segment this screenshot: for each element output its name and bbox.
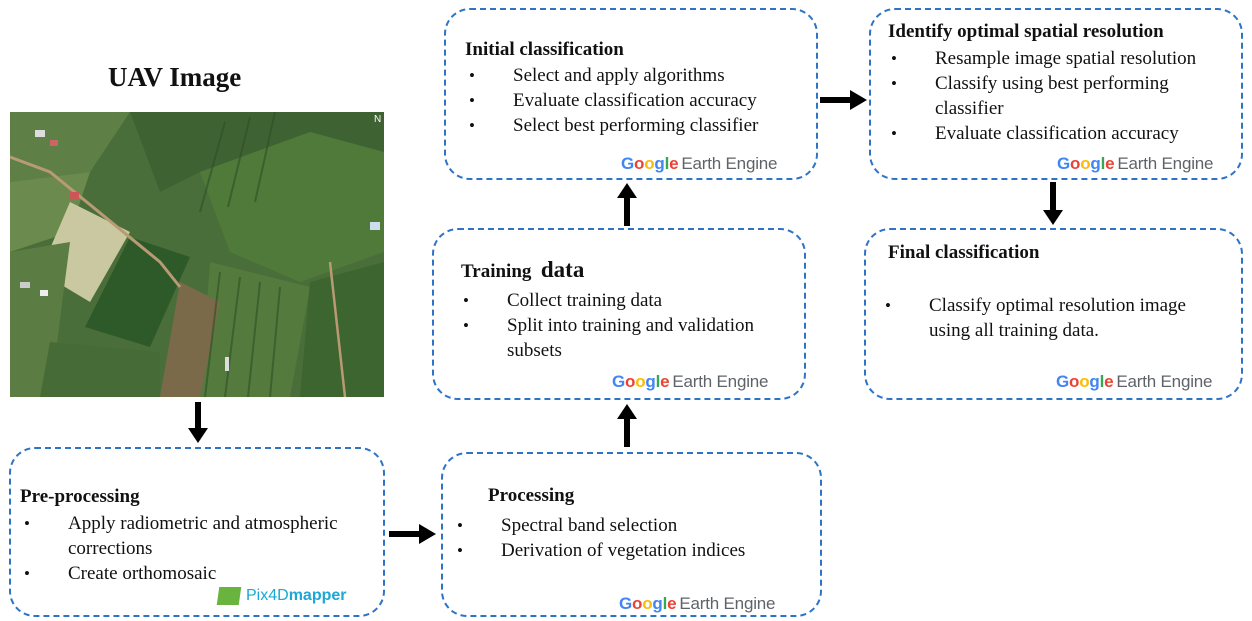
list-item: Select best performing classifier (465, 113, 815, 138)
list-item: Spectral band selection (453, 513, 783, 538)
preprocessing-bullets: Apply radiometric and atmospheric correc… (20, 511, 350, 586)
initial-classification-title: Initial classification (465, 39, 624, 60)
optimal-resolution-bullets: Resample image spatial resolution Classi… (887, 46, 1232, 146)
preprocessing-title: Pre-processing (20, 486, 140, 507)
initial-classification-bullets: Select and apply algorithms Evaluate cla… (465, 63, 815, 138)
arrow-down-uav-to-preprocessing (188, 402, 208, 443)
processing-bullets: Spectral band selection Derivation of ve… (453, 513, 783, 563)
list-item: Split into training and validation subse… (459, 313, 804, 363)
initial-classification-box: Initial classification Select and apply … (444, 8, 818, 180)
arrow-up-processing-to-training (617, 404, 637, 447)
svg-text:N: N (374, 114, 381, 125)
optimal-resolution-title: Identify optimal spatial resolution (888, 21, 1164, 42)
final-classification-title: Final classification (888, 242, 1040, 263)
processing-box: Processing Spectral band selection Deriv… (441, 452, 822, 617)
training-data-box: Training data Collect training data Spli… (432, 228, 806, 400)
list-item: Create orthomosaic (20, 561, 350, 586)
arrow-right-preprocessing-to-processing (389, 524, 436, 544)
arrow-down-optimal-to-final (1043, 182, 1063, 225)
arrow-right-initial-to-optimal (820, 90, 867, 110)
list-item: Evaluate classification accuracy (887, 121, 1232, 146)
list-item: Collect training data (459, 288, 804, 313)
optimal-resolution-box: Identify optimal spatial resolution Resa… (869, 8, 1243, 180)
final-classification-bullets: Classify optimal resolution image using … (881, 293, 1231, 343)
list-item: Evaluate classification accuracy (465, 88, 815, 113)
list-item: Select and apply algorithms (465, 63, 815, 88)
final-classification-box: Final classification Classify optimal re… (864, 228, 1243, 400)
pix4d-logo-icon (216, 587, 242, 605)
processing-title: Processing (488, 485, 575, 506)
list-item: Resample image spatial resolution (887, 46, 1232, 71)
uav-image-title: UAV Image (108, 62, 242, 92)
list-item: Classify using best performing classifie… (887, 71, 1232, 121)
list-item: Apply radiometric and atmospheric correc… (20, 511, 350, 561)
list-item: Derivation of vegetation indices (453, 538, 783, 563)
list-item: Classify optimal resolution image using … (881, 293, 1231, 343)
preprocessing-box: Pre-processing Apply radiometric and atm… (9, 447, 385, 617)
arrow-up-training-to-initial (617, 183, 637, 226)
uav-aerial-image: N (10, 112, 384, 397)
training-data-bullets: Collect training data Split into trainin… (459, 288, 804, 363)
training-data-title: Training data (461, 257, 585, 282)
